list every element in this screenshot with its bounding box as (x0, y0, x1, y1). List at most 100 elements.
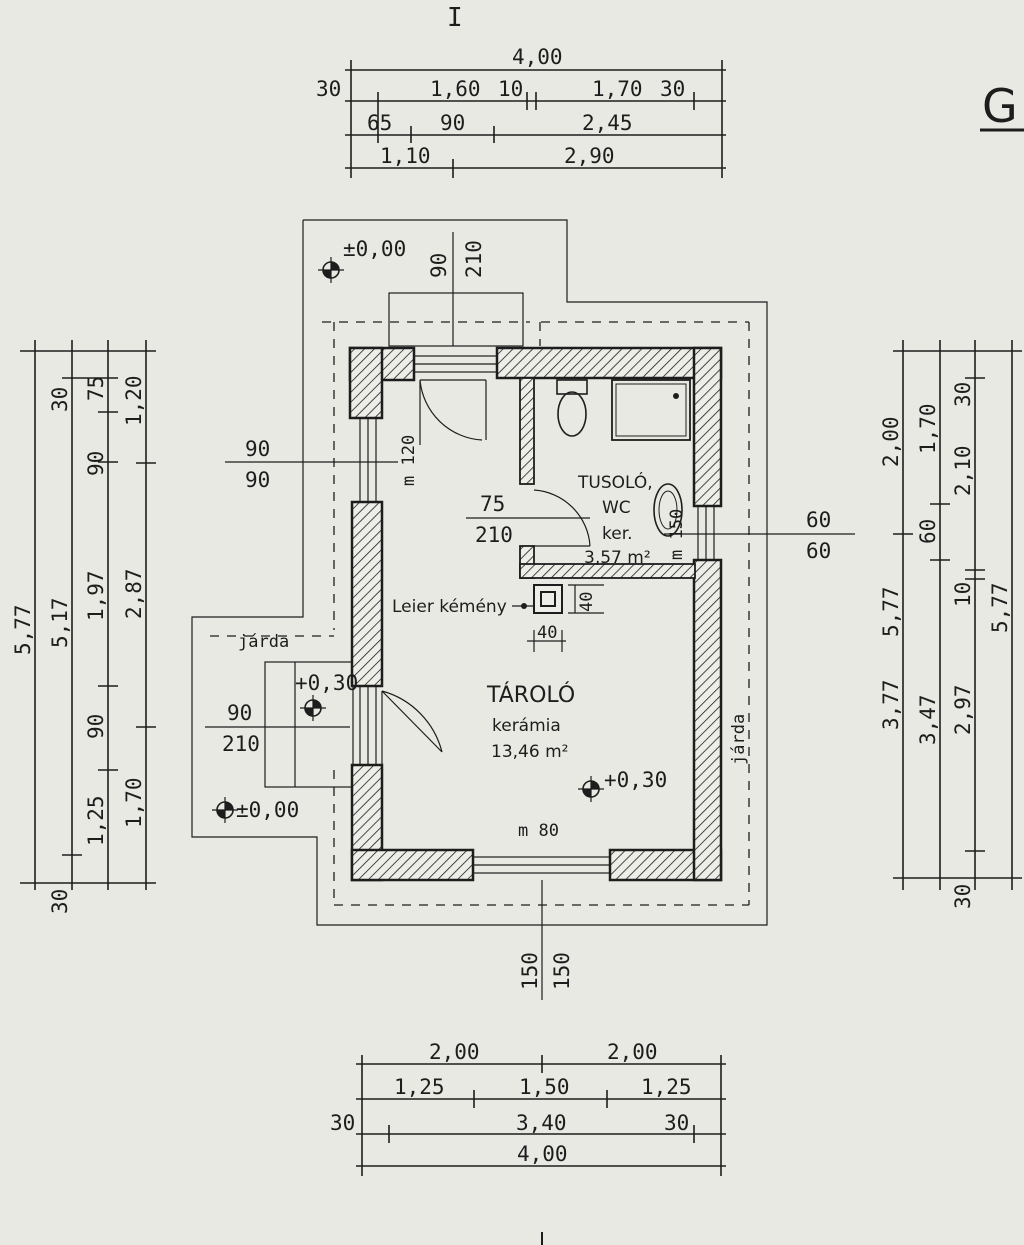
left-dimensions: 5,77 30 5,17 30 75 90 1,97 90 1,25 1,20 … (11, 340, 156, 914)
sheet-letter: G (982, 79, 1018, 133)
right-dim-c4-b: 2,10 (951, 445, 975, 496)
elevation-storage: +0,30 (604, 768, 667, 792)
top-dim-r4-b: 2,90 (564, 144, 615, 168)
top-dim-r4-a: 1,10 (380, 144, 431, 168)
chimney-dim-horizontal: 40 (537, 623, 557, 643)
left-dim-c4-a: 1,20 (122, 375, 146, 426)
right-window-width: 60 (806, 508, 831, 532)
top-dim-r2-d: 1,70 (592, 77, 643, 101)
shower-tray (611, 379, 691, 441)
right-dim-c3-a: 1,70 (916, 403, 940, 454)
inner-door-height: 210 (475, 523, 513, 547)
room-storage: TÁROLÓ kerámia 13,46 m² (486, 682, 575, 762)
chimney (533, 584, 563, 614)
walkway-label-left: járda (238, 632, 289, 652)
doors (381, 379, 591, 765)
room-shower-wc: TUSOLÓ, WC ker. 3,57 m² (577, 471, 653, 568)
elevation-marker-icon (318, 257, 344, 283)
left-dim-total: 5,77 (11, 604, 35, 655)
elevation-marker-icon (578, 776, 604, 802)
right-dim-c3-b: 60 (916, 519, 940, 544)
elevation-top-left: ±0,00 (343, 237, 406, 261)
right-dim-c4-a: 30 (951, 382, 975, 407)
left-dim-c3-d: 90 (84, 714, 108, 739)
right-dim-c1-a: 2,00 (879, 416, 903, 467)
left-dim-c4-b: 2,87 (122, 568, 146, 619)
top-dim-r3-c: 2,45 (582, 111, 633, 135)
right-dim-c5: 5,77 (988, 582, 1012, 633)
chimney-annotation: Leier kémény 40 40 (392, 584, 604, 652)
right-dim-c4-c: 10 (951, 582, 975, 607)
chimney-label: Leier kémény (392, 597, 507, 617)
top-dim-total: 4,00 (512, 45, 563, 69)
shower-name: TUSOLÓ, (577, 471, 653, 493)
bottom-dim-r2-a: 1,25 (394, 1075, 445, 1099)
elevation-marker-icon (212, 797, 238, 823)
right-window-height-val: 60 (806, 539, 831, 563)
interior-walls (519, 377, 696, 614)
top-dim-r2-c: 10 (498, 77, 523, 101)
shower-area: 3,57 m² (584, 548, 651, 568)
bathroom-fixtures (556, 379, 691, 537)
right-dim-c4-e: 30 (951, 884, 975, 909)
opening-leader-lines (205, 232, 855, 1000)
bottom-dimensions: 2,00 2,00 1,25 1,50 1,25 30 3,40 30 4,00 (330, 1040, 726, 1176)
top-dimensions: 4,00 30 1,60 10 1,70 30 65 90 2,45 1,10 … (316, 45, 726, 178)
elevation-markers: ±0,00 +0,30 ±0,00 +0,30 (212, 237, 667, 823)
shower-name-wc: WC (602, 498, 631, 518)
left-window-sill: m 120 (399, 435, 419, 486)
top-dim-r3-a: 65 (367, 111, 392, 135)
storage-floor: kerámia (492, 716, 561, 736)
right-window-sill: m 150 (667, 509, 687, 560)
shower-floor: ker. (602, 524, 633, 544)
washbasin (653, 483, 683, 537)
left-dim-c3-a: 75 (84, 376, 108, 401)
section-mark: I (447, 3, 463, 33)
side-door-width: 90 (227, 701, 252, 725)
top-dim-r2-e: 30 (660, 77, 685, 101)
chimney-dim-vertical: 40 (577, 592, 597, 612)
right-dim-c3-c: 3,47 (916, 694, 940, 745)
windows (359, 355, 715, 874)
side-door-height: 210 (222, 732, 260, 756)
elevation-marker-icon (300, 695, 326, 721)
right-dimensions: 2,00 3,77 5,77 1,70 60 3,47 30 2,10 10 2… (879, 340, 1022, 909)
wc-bowl (557, 391, 587, 437)
left-dim-c3-e: 1,25 (84, 795, 108, 846)
bottom-dim-r3-b: 3,40 (516, 1111, 567, 1135)
left-dim-c3-b: 90 (84, 451, 108, 476)
main-door-height: 210 (462, 240, 486, 278)
storage-area: 13,46 m² (491, 742, 568, 762)
top-dim-r3-b: 90 (440, 111, 465, 135)
main-door-width: 90 (427, 253, 451, 278)
bottom-dim-r1-a: 2,00 (429, 1040, 480, 1064)
left-window-height-val: 90 (245, 468, 270, 492)
bottom-dim-r2-b: 1,50 (519, 1075, 570, 1099)
bottom-dim-r3-a: 30 (330, 1111, 355, 1135)
left-dim-c2-top: 30 (48, 387, 72, 412)
bottom-dim-r2-c: 1,25 (641, 1075, 692, 1099)
storage-name: TÁROLÓ (486, 682, 575, 708)
right-dim-c4-d: 2,97 (951, 684, 975, 735)
wc-cistern (556, 379, 588, 395)
right-dim-c1-b: 3,77 (879, 679, 903, 730)
inner-door-width: 75 (480, 492, 505, 516)
left-dim-c2-bot: 30 (48, 889, 72, 914)
elevation-entrance: +0,30 (295, 671, 358, 695)
left-dim-c3-c: 1,97 (84, 570, 108, 621)
opening-annotations: 90 210 90 90 m 120 90 210 75 210 60 60 m… (222, 240, 831, 990)
walkway-label-right: járda (729, 714, 749, 765)
bottom-dim-r3-c: 30 (664, 1111, 689, 1135)
left-dim-c2-mid: 5,17 (48, 597, 72, 648)
bottom-window-sill: m 80 (518, 821, 559, 841)
bottom-window-width: 150 (518, 952, 542, 990)
top-dim-r2-a: 30 (316, 77, 341, 101)
left-dim-c4-c: 1,70 (122, 777, 146, 828)
bottom-window-height-val: 150 (550, 952, 574, 990)
bottom-dim-r1-b: 2,00 (607, 1040, 658, 1064)
left-window-width: 90 (245, 437, 270, 461)
bottom-dim-total: 4,00 (517, 1142, 568, 1166)
elevation-lower-left: ±0,00 (236, 798, 299, 822)
top-dim-r2-b: 1,60 (430, 77, 481, 101)
